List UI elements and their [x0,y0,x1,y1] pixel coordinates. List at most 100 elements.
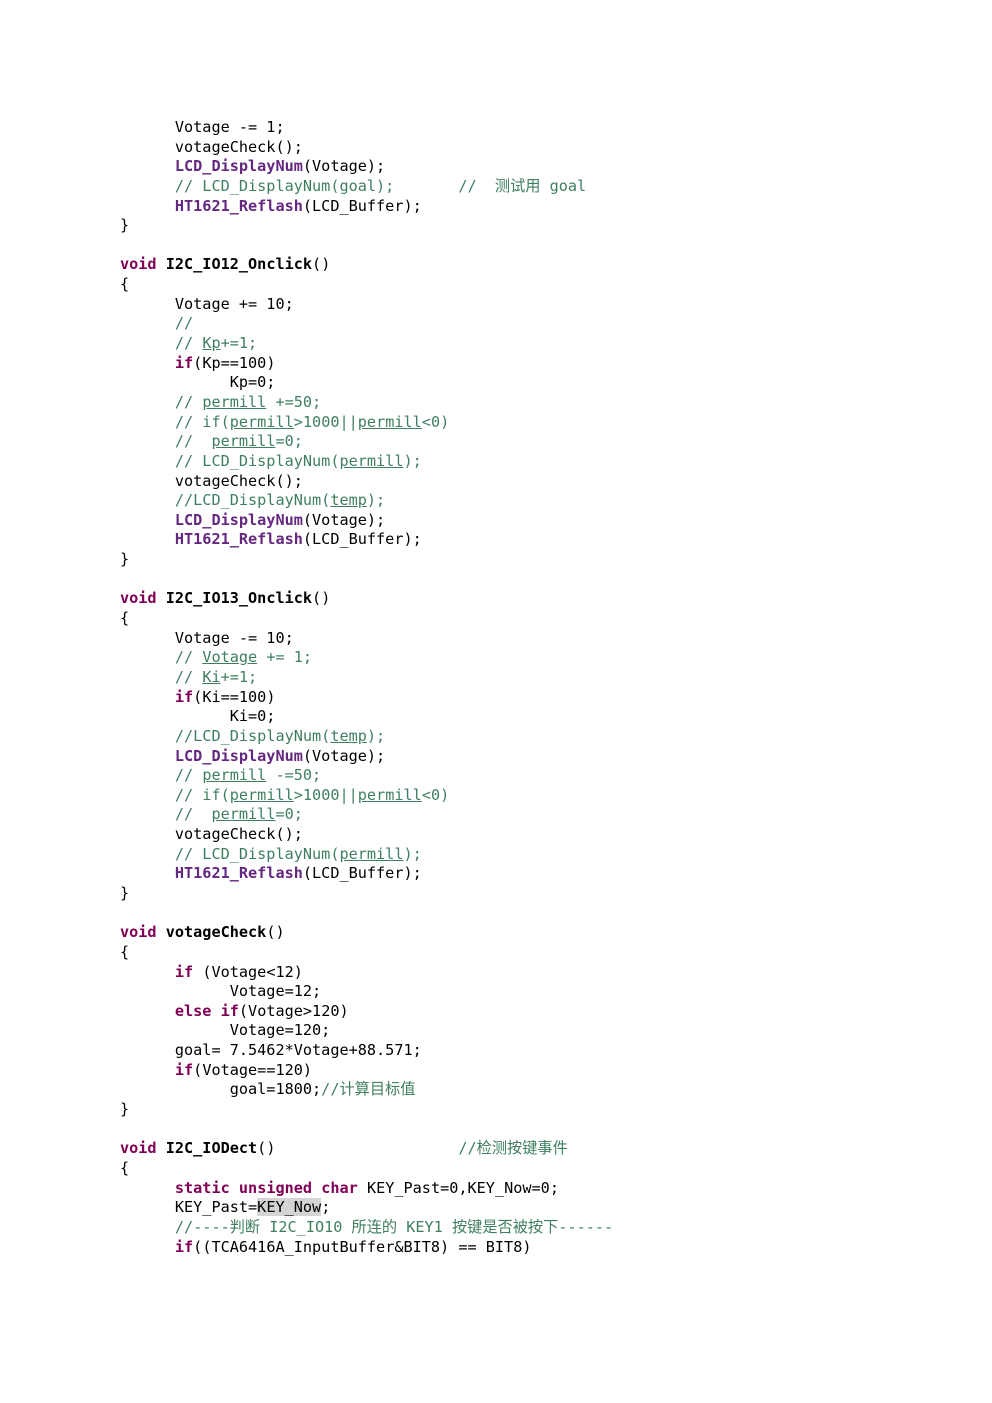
code-token: votageCheck [165,923,267,942]
code-token: votageCheck(); [174,825,303,844]
code-token: KEY_Past= [174,1198,258,1217]
code-token: // [174,805,212,824]
code-token [157,589,166,607]
code-token: LCD_DisplayNum [174,746,303,765]
code-token: goal=1800; [229,1080,322,1099]
code-line: { [120,609,972,629]
code-line: Votage += 10; [120,295,972,315]
code-token: //LCD_DisplayNum( [174,491,331,510]
code-line: // LCD_DisplayNum(permill); [120,845,972,865]
code-line [120,904,972,924]
code-token: if [174,962,194,981]
code-line: { [120,943,972,963]
code-line: void I2C_IO12_Onclick() [120,255,972,275]
code-token [120,432,175,450]
code-line: Votage=12; [120,982,972,1002]
code-token [120,727,175,745]
code-token [120,177,175,195]
code-token: void [120,255,157,274]
code-line: Votage=120; [120,1021,972,1041]
code-line: LCD_DisplayNum(Votage); [120,157,972,177]
code-token: permill [211,432,276,451]
code-line: static unsigned char KEY_Past=0,KEY_Now=… [120,1179,972,1199]
code-token [120,629,175,647]
code-line: if(Votage==120) [120,1061,972,1081]
code-token: if [174,353,194,372]
code-token [120,393,175,411]
code-token: +=50; [266,392,322,411]
code-token [120,1218,175,1236]
code-token: permill [339,451,404,470]
code-token [120,118,175,136]
code-token: //LCD_DisplayNum( [174,726,331,745]
code-token [211,1002,220,1020]
code-token: =0; [275,805,303,824]
code-token: { [120,1158,130,1177]
code-token: // LCD_DisplayNum(goal); // 测试用 goal [174,176,587,195]
code-token: // [174,766,203,785]
code-token: +=1; [220,334,258,353]
code-token: Votage += 10; [174,294,294,313]
code-token: } [120,1100,130,1119]
code-token: char [321,1178,358,1197]
code-line: Kp=0; [120,373,972,393]
code-token: permill [202,766,267,785]
code-line: if((TCA6416A_InputBuffer&BIT8) == BIT8) [120,1238,972,1258]
code-token: HT1621_Reflash [174,864,303,883]
code-token: } [120,550,130,569]
code-token [120,413,175,431]
code-token: static [174,1178,230,1197]
code-token: // [174,392,203,411]
code-token: votageCheck(); [174,471,303,490]
code-line: // LCD_DisplayNum(goal); // 测试用 goal [120,177,972,197]
code-token: } [120,216,130,235]
code-line: { [120,275,972,295]
code-token: >1000|| [293,412,358,431]
code-line: // if(permill>1000||permill<0) [120,413,972,433]
code-token: // [174,648,203,667]
code-line: // if(permill>1000||permill<0) [120,786,972,806]
code-token: KEY_Now [257,1198,322,1217]
code-token: (Votage); [302,157,386,176]
code-line: votageCheck(); [120,825,972,845]
code-token: permill [357,412,422,431]
code-token: I2C_IODect [165,1139,258,1158]
code-token: void [120,1139,157,1158]
code-token: permill [339,844,404,863]
code-token: { [120,942,130,961]
code-line: } [120,1100,972,1120]
code-token: (LCD_Buffer); [302,864,422,883]
code-token: (LCD_Buffer); [302,530,422,549]
code-token: ((TCA6416A_InputBuffer&BIT8) == BIT8) [193,1237,532,1256]
code-token: goal= 7.5462*Votage+88.571; [174,1041,422,1060]
code-token [120,197,175,215]
code-token: //检测按键事件 [458,1139,568,1158]
code-line: // permill=0; [120,805,972,825]
code-token: if [174,1237,194,1256]
code-token [120,747,175,765]
code-token: void [120,589,157,608]
code-token: HT1621_Reflash [174,530,303,549]
code-token [120,766,175,784]
code-token [120,530,175,548]
code-token [120,845,175,863]
code-token: Kp [202,334,221,353]
code-token: () [312,255,331,274]
code-token: Votage=120; [229,1021,331,1040]
code-token: HT1621_Reflash [174,196,303,215]
code-line: if(Ki==100) [120,688,972,708]
code-line: HT1621_Reflash(LCD_Buffer); [120,864,972,884]
code-token: Kp=0; [229,373,276,392]
code-token [120,491,175,509]
code-token [120,452,175,470]
code-token: // if( [174,785,230,804]
code-token: ); [403,451,422,470]
code-token [157,1139,166,1157]
code-line: else if(Votage>120) [120,1002,972,1022]
code-token: +=1; [220,667,258,686]
code-token [120,334,175,352]
code-token: I2C_IO12_Onclick [165,255,313,274]
code-token: temp [330,491,367,510]
code-token [230,1179,239,1197]
code-line: // Ki+=1; [120,668,972,688]
